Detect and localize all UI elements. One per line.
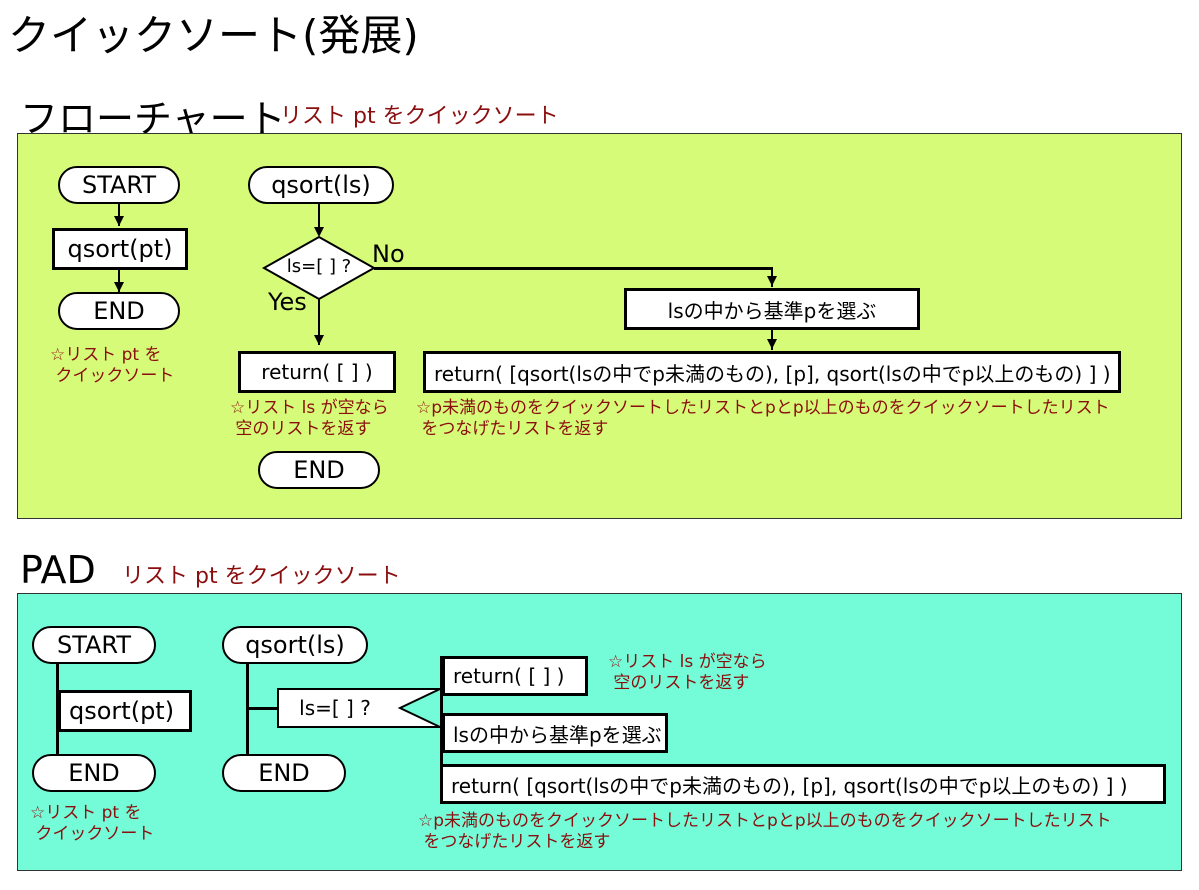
flow-yes-branch-line [318, 299, 320, 345]
pad-qsort-spine [246, 664, 249, 754]
pad-decision-label: ls=[ ] ? [299, 696, 371, 720]
pad-main-note: ☆リスト pt を クイックソート [30, 803, 155, 844]
flow-return-combined: return( [qsort(lsの中でp未満のもの), [p], qsort(… [423, 351, 1121, 393]
pad-branch-bar [440, 656, 443, 768]
pad-empty-note: ☆リスト ls が空なら 空のリストを返す [608, 652, 767, 693]
pad-return-empty: return( [ ] ) [442, 656, 588, 696]
flow-choose-pivot: lsの中から基準pを選ぶ [624, 288, 920, 330]
flow-main-connector [118, 204, 120, 226]
flow-main-call: qsort(pt) [52, 228, 188, 270]
flowchart-panel [17, 133, 1182, 519]
flow-no-branch-line [374, 267, 773, 270]
pad-branch-connector [248, 707, 278, 710]
flow-yes-label: Yes [268, 288, 307, 316]
pad-qsort-end: END [222, 754, 346, 792]
page-title: クイックソート(発展) [8, 11, 419, 60]
flow-no-branch-line [771, 267, 773, 287]
pad-main-call: qsort(pt) [58, 690, 192, 732]
flow-no-label: No [372, 240, 405, 268]
pad-main-start: START [32, 626, 156, 664]
flow-main-note: ☆リスト pt を クイックソート [50, 345, 175, 386]
flow-main-connector [118, 270, 120, 292]
pad-caption: リスト pt をクイックソート [122, 564, 401, 589]
flow-qsort-header: qsort(ls) [248, 166, 394, 204]
pad-qsort-header: qsort(ls) [222, 626, 368, 664]
pad-heading: PAD [20, 548, 96, 592]
flow-combined-note: ☆p未満のものをクイックソートしたリストとpとp以上のものをクイックソートしたリ… [416, 398, 1110, 439]
pad-choose-pivot: lsの中から基準pを選ぶ [442, 713, 668, 753]
pad-main-spine [56, 664, 59, 754]
flowchart-caption: リスト pt をクイックソート [280, 104, 559, 129]
flow-return-empty: return( [ ] ) [238, 351, 396, 393]
pad-main-end: END [32, 754, 156, 792]
flow-qsort-connector [318, 204, 320, 234]
pad-combined-note: ☆p未満のものをクイックソートしたリストとpとp以上のものをクイックソートしたリ… [418, 811, 1112, 852]
flow-pivot-connector [771, 330, 773, 350]
flow-empty-note: ☆リスト ls が空なら 空のリストを返す [230, 398, 389, 439]
flow-main-end: END [58, 292, 180, 330]
flow-decision-label: ls=[ ] ? [286, 256, 352, 277]
flow-qsort-end: END [258, 451, 380, 489]
pad-return-combined: return( [qsort(lsの中でp未満のもの), [p], qsort(… [440, 764, 1166, 804]
flow-main-start: START [58, 166, 180, 204]
